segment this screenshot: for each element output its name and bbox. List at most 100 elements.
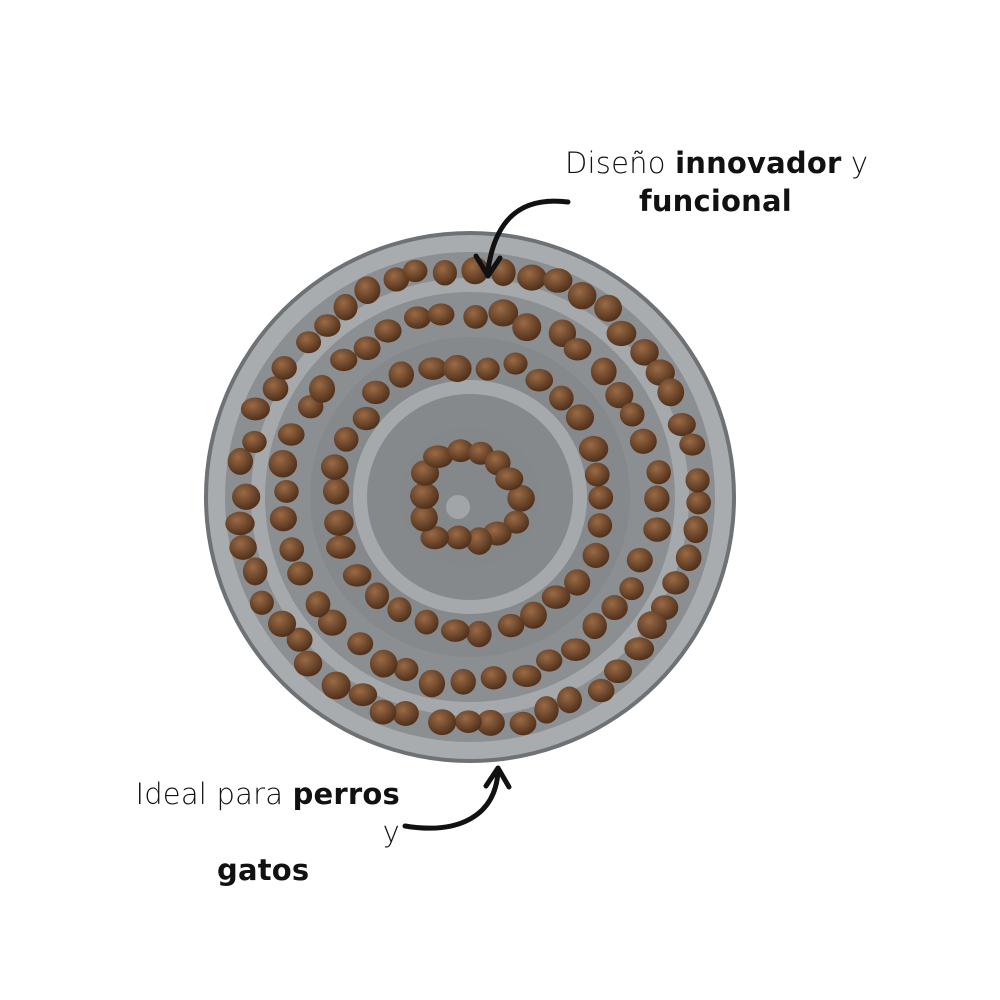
kibble xyxy=(348,683,378,707)
kibble xyxy=(342,564,372,587)
kibble xyxy=(279,537,305,562)
kibble xyxy=(603,659,632,684)
kibble xyxy=(387,597,412,623)
arrow-top xyxy=(485,198,571,273)
kibble-pieces xyxy=(225,256,712,736)
kibble xyxy=(507,484,535,512)
kibble xyxy=(330,348,358,372)
kibble xyxy=(402,259,428,283)
kibble xyxy=(314,314,341,337)
kibble xyxy=(392,701,419,726)
kibble xyxy=(268,449,298,478)
kibble xyxy=(630,338,659,366)
kibble xyxy=(374,319,402,343)
kibble xyxy=(549,385,574,411)
kibble xyxy=(428,709,457,736)
kibble xyxy=(269,506,297,532)
kibble xyxy=(232,483,261,510)
kibble xyxy=(578,435,609,462)
arrow-bottom xyxy=(402,769,501,831)
kibble xyxy=(423,445,453,469)
kibble xyxy=(590,357,617,386)
kibble xyxy=(445,525,472,550)
kibble xyxy=(293,650,323,677)
kibble xyxy=(369,699,397,725)
caption-bold: innovador xyxy=(675,146,842,180)
caption-text: y xyxy=(841,146,869,180)
kibble xyxy=(548,319,577,347)
kibble xyxy=(644,485,670,512)
kibble xyxy=(512,313,542,342)
kibble xyxy=(619,402,645,427)
kibble xyxy=(509,711,537,736)
kibble xyxy=(560,638,591,661)
kibble xyxy=(274,479,299,503)
kibble xyxy=(414,609,439,635)
kibble xyxy=(361,380,390,405)
kibble xyxy=(242,557,268,586)
arrow-bottom-head xyxy=(483,765,512,790)
kibble xyxy=(587,513,613,538)
kibble xyxy=(534,696,559,724)
kibble xyxy=(536,649,563,672)
kibble xyxy=(543,268,573,293)
kibble xyxy=(443,354,472,383)
kibble xyxy=(309,374,336,403)
caption-text: Diseño xyxy=(565,146,676,180)
kibble xyxy=(463,304,488,329)
kibble xyxy=(685,468,710,493)
caption-bold: gatos xyxy=(217,853,310,887)
kibble xyxy=(333,426,359,452)
kibble xyxy=(427,303,455,326)
kibble xyxy=(520,601,547,629)
kibble xyxy=(475,357,500,381)
kibble xyxy=(637,611,667,639)
kibble xyxy=(587,678,615,703)
kibble xyxy=(347,632,374,656)
caption-text: Ideal para xyxy=(135,777,293,811)
kibble xyxy=(227,447,253,475)
kibble xyxy=(354,276,381,304)
kibble xyxy=(601,594,628,621)
kibble xyxy=(525,368,554,392)
caption-bold: funcional xyxy=(639,184,792,218)
kibble xyxy=(679,433,706,456)
kibble xyxy=(365,582,390,610)
kibble xyxy=(388,361,414,388)
kibble xyxy=(686,490,712,515)
caption-text: y xyxy=(382,815,400,849)
kibble xyxy=(503,510,530,534)
kibble xyxy=(286,627,313,652)
kibble xyxy=(317,609,347,636)
kibble xyxy=(324,509,354,536)
kibble xyxy=(393,657,419,682)
kibble xyxy=(565,404,595,431)
kibble xyxy=(619,577,644,601)
kibble xyxy=(403,306,431,329)
kibble xyxy=(495,467,524,491)
kibble xyxy=(440,619,470,642)
kibble xyxy=(488,299,519,327)
kibble xyxy=(418,357,448,380)
kibble xyxy=(466,620,492,648)
kibble xyxy=(240,397,270,421)
kibble xyxy=(541,585,571,609)
kibble xyxy=(624,637,655,661)
kibble xyxy=(287,561,314,586)
kibble xyxy=(410,482,439,509)
kibble xyxy=(225,511,255,536)
kibble xyxy=(512,664,542,688)
kibble xyxy=(582,612,607,640)
kibble xyxy=(420,526,450,550)
kibble xyxy=(296,331,322,354)
kibble xyxy=(447,439,474,463)
kibble xyxy=(675,544,702,572)
arrow-top-head xyxy=(473,253,503,279)
kibble xyxy=(626,547,653,573)
kibble xyxy=(326,535,356,559)
kibble xyxy=(262,376,289,402)
kibble xyxy=(305,591,331,618)
kibble xyxy=(418,669,446,698)
